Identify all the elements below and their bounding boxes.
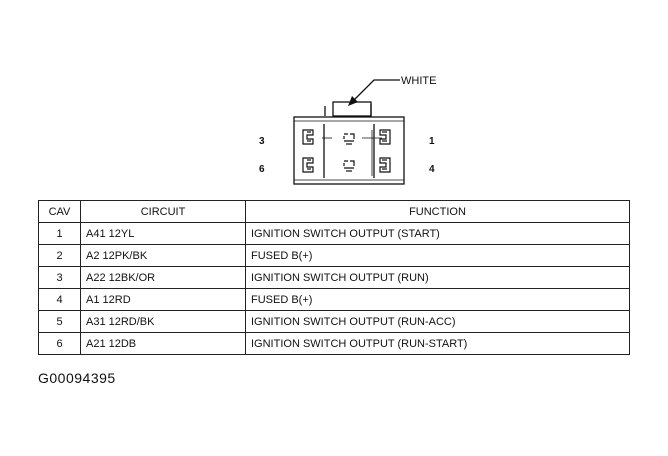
circuit-cell: A22 12BK/OR — [80, 266, 246, 289]
table-row: 1 A41 12YL IGNITION SWITCH OUTPUT (START… — [38, 222, 630, 245]
cav-cell: 1 — [38, 222, 81, 245]
table-row: 3 A22 12BK/OR IGNITION SWITCH OUTPUT (RU… — [38, 266, 630, 289]
pinout-table: CAV CIRCUIT FUNCTION 1 A41 12YL IGNITION… — [38, 200, 630, 355]
terminal-cavity — [302, 157, 314, 173]
circuit-cell: A21 12DB — [80, 332, 246, 355]
cavity-label: 6 — [259, 164, 265, 175]
header-circuit: CIRCUIT — [80, 200, 246, 223]
cav-cell: 6 — [38, 332, 81, 355]
table-header-row: CAV CIRCUIT FUNCTION — [38, 200, 630, 223]
cav-cell: 3 — [38, 266, 81, 289]
function-cell: IGNITION SWITCH OUTPUT (RUN-ACC) — [245, 310, 630, 333]
table-row: 4 A1 12RD FUSED B(+) — [38, 288, 630, 311]
cav-cell: 2 — [38, 244, 81, 267]
header-cav: CAV — [38, 200, 81, 223]
wire-callout — [348, 79, 400, 106]
table-row: 2 A2 12PK/BK FUSED B(+) — [38, 244, 630, 267]
terminal-cavity — [302, 129, 314, 145]
function-cell: IGNITION SWITCH OUTPUT (START) — [245, 222, 630, 245]
header-function: FUNCTION — [245, 200, 630, 223]
function-cell: FUSED B(+) — [245, 288, 630, 311]
terminal-cavity — [379, 129, 391, 145]
terminal-cavity — [343, 160, 355, 172]
table-row: 6 A21 12DB IGNITION SWITCH OUTPUT (RUN-S… — [38, 332, 630, 355]
connector-body — [293, 101, 405, 185]
circuit-cell: A1 12RD — [80, 288, 246, 311]
wire-color-label: WHITE — [401, 75, 436, 87]
function-cell: IGNITION SWITCH OUTPUT (RUN) — [245, 266, 630, 289]
function-cell: FUSED B(+) — [245, 244, 630, 267]
table-row: 5 A31 12RD/BK IGNITION SWITCH OUTPUT (RU… — [38, 310, 630, 333]
cavity-label: 1 — [429, 136, 435, 147]
cavity-label: 4 — [429, 164, 435, 175]
circuit-cell: A2 12PK/BK — [80, 244, 246, 267]
circuit-cell: A31 12RD/BK — [80, 310, 246, 333]
cav-cell: 4 — [38, 288, 81, 311]
cavity-label: 3 — [259, 136, 265, 147]
figure-code: G00094395 — [38, 370, 116, 386]
function-cell: IGNITION SWITCH OUTPUT (RUN-START) — [245, 332, 630, 355]
connector-diagram: WHITE — [259, 75, 436, 185]
cav-cell: 5 — [38, 310, 81, 333]
arrowhead-icon — [348, 96, 358, 106]
circuit-cell: A41 12YL — [80, 222, 246, 245]
terminal-cavity — [343, 133, 355, 145]
terminal-cavity — [379, 157, 391, 173]
